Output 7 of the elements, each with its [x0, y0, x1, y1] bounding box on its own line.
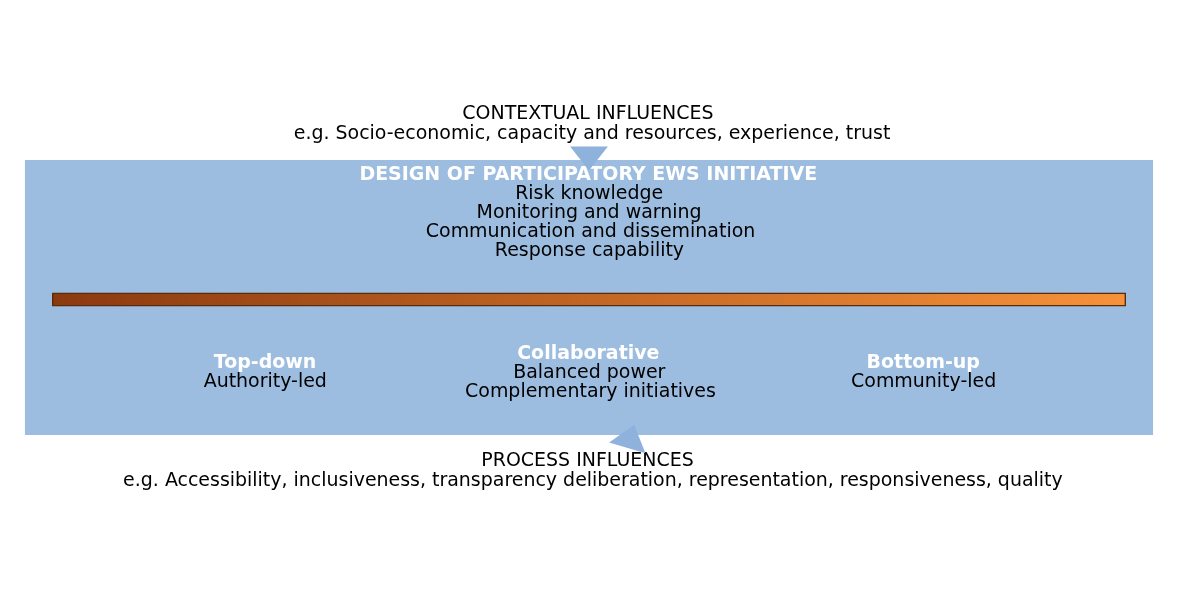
node-text: CONTEXTUAL INFLUENCES e.g. Socio-economic, capacity and resources, experience, trust: [293, 100, 891, 143]
node-text: PROCESS INFLUENCES e.g. Accessibility, inclusiveness, transparency deliberation, representation, responsiveness, quality: [123, 447, 1063, 490]
arrow: [609, 424, 646, 453]
node-text: Bottom-up Community-led: [851, 349, 997, 391]
node-bar: [52, 292, 1126, 306]
node-text: Collaborative Balanced power Complementary initiatives: [465, 340, 716, 401]
node-text: Top-down Authority-led: [203, 349, 327, 391]
